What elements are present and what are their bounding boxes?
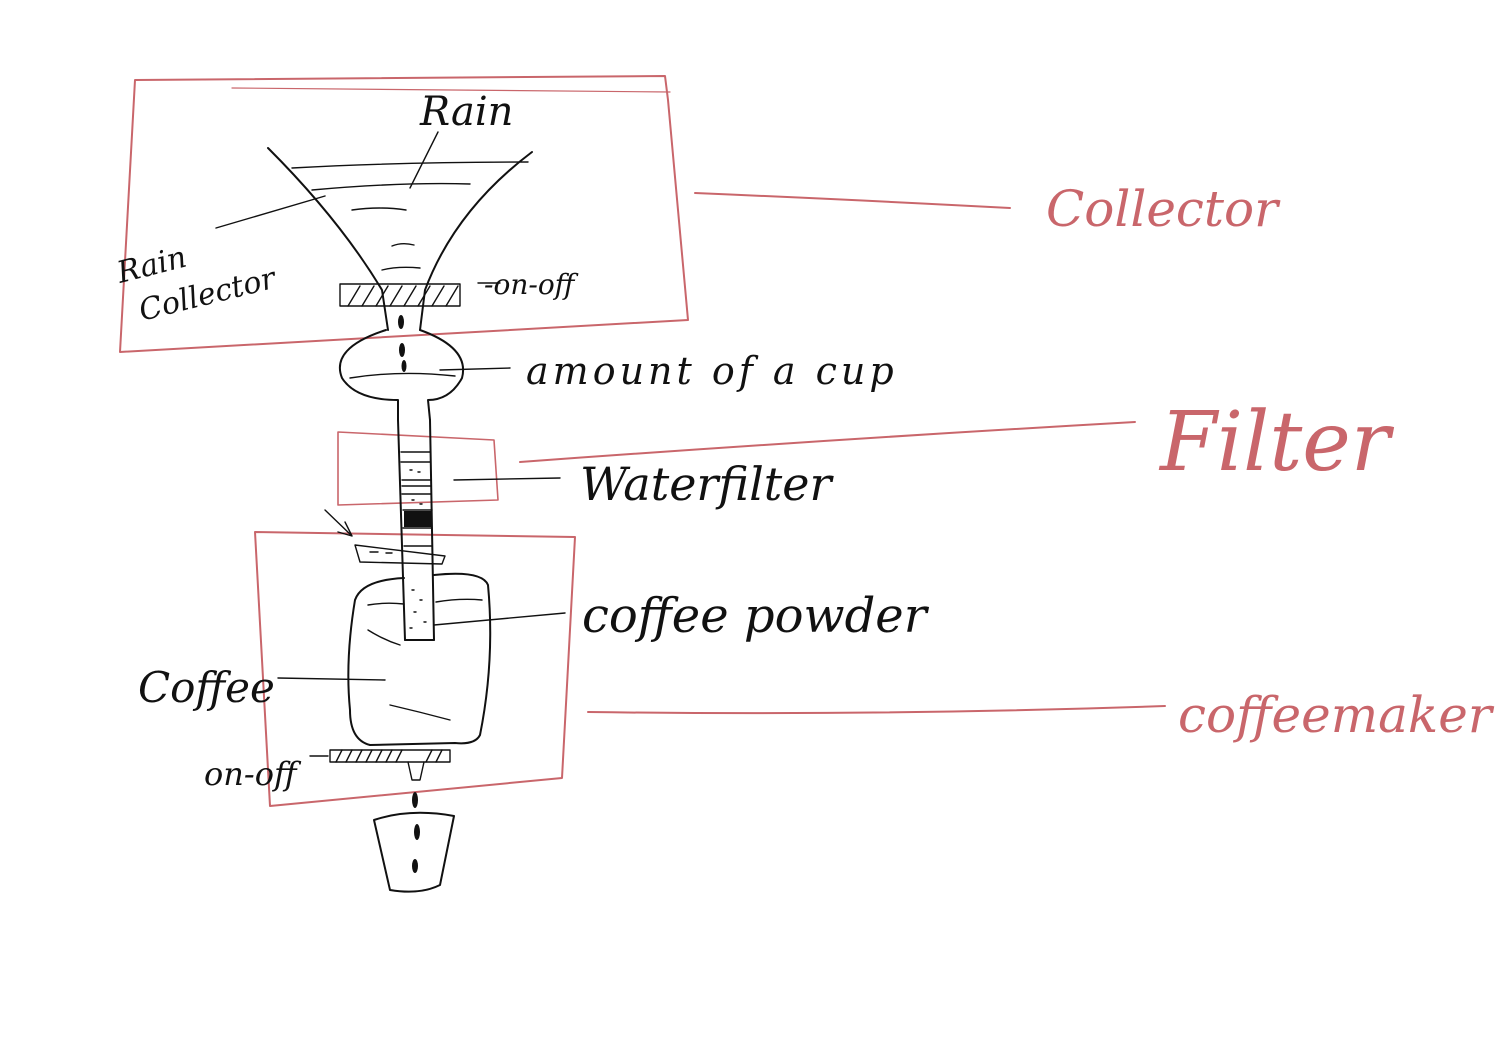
top-valve-label: -on-off [484, 268, 579, 301]
water-filter-label: Waterfilter [580, 457, 835, 511]
filter-frame [337, 431, 499, 506]
water-filter-leader [453, 477, 561, 481]
coffeemaker-frame [254, 531, 576, 807]
water-filter-tube [397, 419, 435, 641]
coffeemaker-section-label: coffeemaker [1178, 686, 1495, 744]
bottom-valve-label: on-off [204, 755, 302, 793]
cup-amount-label: amount of a cup [526, 349, 898, 393]
rain-leader [409, 131, 439, 189]
cup-amount-leader [439, 367, 511, 371]
bottom-valve [329, 749, 451, 781]
filter-leader [519, 421, 1136, 463]
funnel [267, 147, 533, 331]
filter-section-label: Filter [1158, 395, 1395, 490]
top-valve [339, 283, 461, 307]
maker-lid [354, 544, 446, 565]
collector-leader [694, 192, 1011, 209]
coffee-label: Coffee [138, 663, 275, 712]
coffee-leader [277, 677, 386, 681]
cup-chamber [338, 329, 465, 421]
rain-label: Rain [419, 89, 513, 135]
coffee-powder-label: coffee powder [582, 588, 930, 644]
lid-arrow [324, 509, 353, 537]
coffeemaker-leader [587, 705, 1166, 715]
coffee-container [347, 572, 492, 746]
rain-collector-leader [215, 195, 326, 229]
coffee-powder-leader [433, 612, 566, 626]
rain-collector-label: Rain Collector [113, 240, 281, 329]
collector-frame [119, 75, 689, 353]
collector-section-label: Collector [1046, 180, 1281, 238]
cup [373, 792, 455, 893]
water-drops [398, 315, 405, 357]
